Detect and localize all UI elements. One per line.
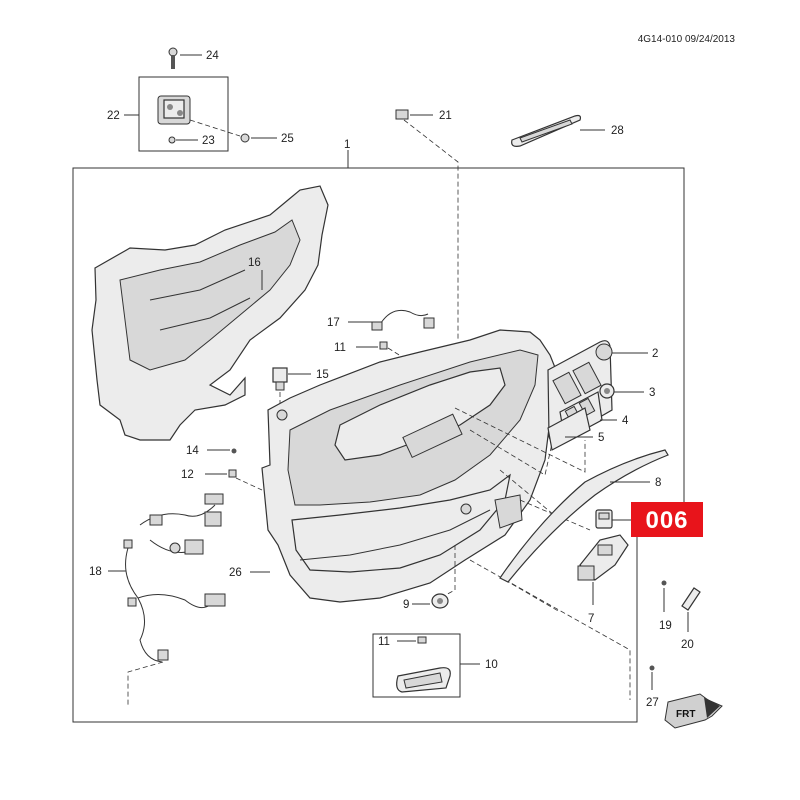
callout-18: 18 — [89, 566, 102, 578]
clip-21-part — [395, 109, 409, 120]
cap-20-part — [681, 587, 701, 611]
callout-16: 16 — [248, 257, 261, 269]
bolt-24-part — [168, 47, 178, 69]
switch-base-5-part — [547, 407, 591, 451]
harness-17-part — [371, 309, 435, 331]
grommet-9-part — [431, 593, 449, 609]
callout-19: 19 — [659, 620, 672, 632]
door-hinge-part — [157, 95, 191, 125]
door-trim-panel-26-part — [261, 329, 559, 603]
callout-17: 17 — [327, 317, 340, 329]
callout-2: 2 — [652, 348, 658, 360]
callout-14: 14 — [186, 445, 199, 457]
wiring-harness-18-part — [123, 493, 226, 663]
diagram-badge — [631, 502, 703, 537]
callout-12-lower: 12 — [181, 469, 194, 481]
clip-15-part — [272, 367, 288, 391]
callout-3: 3 — [649, 387, 655, 399]
front-direction-label: FRT — [676, 709, 695, 720]
callout-15: 15 — [316, 369, 329, 381]
lock-bracket-7-part — [577, 534, 629, 581]
insulator-16-part — [91, 185, 329, 441]
callout-9: 9 — [403, 599, 409, 611]
front-direction-icon: FRT — [664, 693, 723, 729]
callout-10: 10 — [485, 659, 498, 671]
assembly-frame — [72, 167, 685, 723]
callout-1: 1 — [344, 139, 350, 151]
callout-27: 27 — [646, 697, 659, 709]
hinge-group-box — [138, 76, 229, 152]
callout-4: 4 — [622, 415, 629, 427]
diagram-code: 4G14-010 09/24/2013 — [638, 34, 736, 45]
handle-group-box — [372, 633, 461, 698]
diagram-badge-text: 006 — [645, 507, 688, 534]
trim-strip-8-part — [499, 449, 669, 583]
callout-5: 5 — [598, 432, 604, 444]
callout-7: 7 — [588, 613, 594, 625]
callout-25: 25 — [281, 133, 294, 145]
callout-26: 26 — [229, 567, 242, 579]
callout-11: 11 — [378, 636, 390, 648]
callout-20: 20 — [681, 639, 694, 651]
callout-12-upper: 11 — [334, 342, 346, 354]
callout-23: 23 — [202, 135, 215, 147]
callout-28: 28 — [611, 125, 624, 137]
callout-21: 21 — [439, 110, 452, 122]
pull-handle-28-part — [511, 114, 582, 147]
callout-8: 8 — [655, 477, 661, 489]
switch-6-part — [595, 509, 613, 529]
callout-22: 22 — [107, 110, 120, 122]
mirror-knob-3-part — [599, 383, 615, 399]
callout-24: 24 — [206, 50, 219, 62]
handle-10-part — [396, 667, 451, 693]
